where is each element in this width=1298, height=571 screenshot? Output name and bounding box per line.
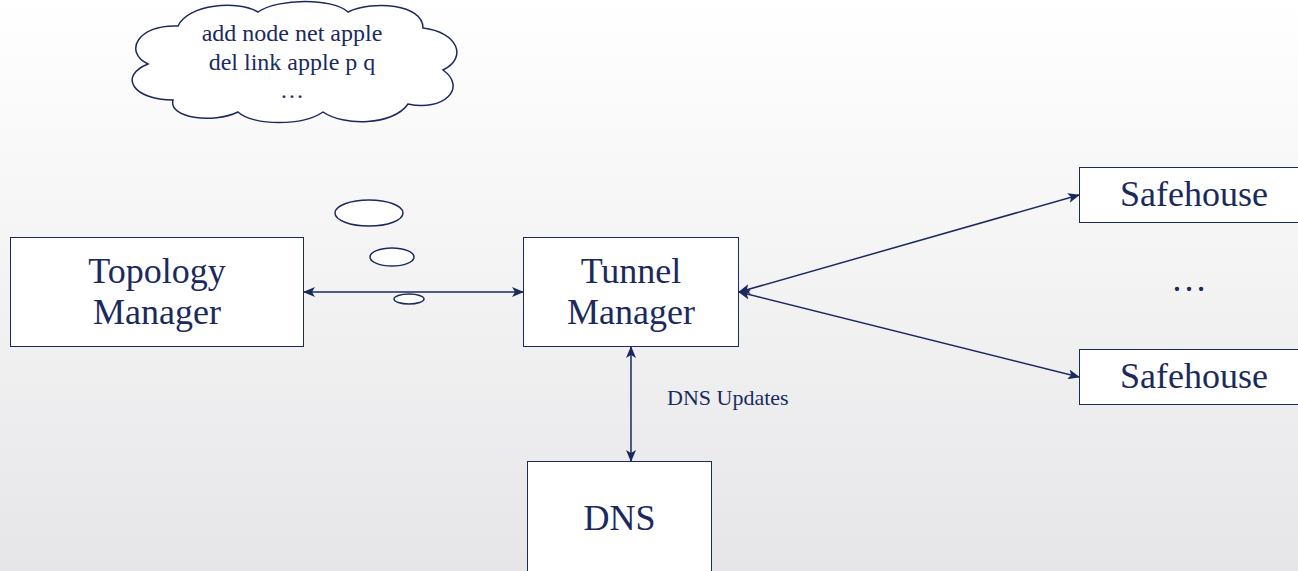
connector-arrow: [630, 347, 632, 461]
connector-arrow: [304, 291, 523, 293]
node-label: Tunnel Manager: [535, 251, 727, 334]
edge-label: DNS Updates: [667, 385, 789, 411]
node-label: Topology Manager: [22, 251, 292, 334]
safehouse-box: Safehouse: [1079, 349, 1298, 405]
dns-box: DNS: [527, 461, 712, 571]
thought-bubble: [335, 200, 403, 226]
manager-box: Tunnel Manager: [523, 237, 739, 347]
ellipsis-label: …: [1171, 259, 1207, 300]
command-text: del link apple p q: [209, 48, 376, 77]
connector-arrow: [739, 195, 1079, 292]
thought-bubble: [370, 248, 414, 266]
command-text: …: [280, 76, 304, 105]
thought-bubble: [394, 294, 424, 304]
command-text: add node net apple: [202, 19, 383, 48]
manager-box: Topology Manager: [10, 237, 304, 347]
safehouse-box: Safehouse: [1079, 167, 1298, 223]
node-label: Safehouse: [1120, 174, 1268, 215]
thought-cloud: add node net appledel link apple p q…: [118, 0, 466, 128]
node-label: DNS: [583, 498, 655, 539]
node-label: Safehouse: [1120, 356, 1268, 397]
connector-arrow: [739, 292, 1079, 377]
